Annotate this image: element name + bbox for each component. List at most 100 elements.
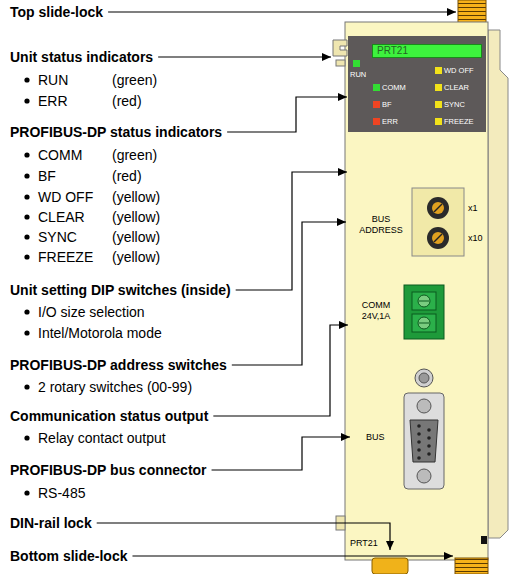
rotary-slot bbox=[434, 204, 442, 212]
color-note: (yellow) bbox=[112, 189, 160, 205]
led-label: SYNC bbox=[444, 100, 465, 109]
connector-shell bbox=[404, 393, 444, 489]
led bbox=[373, 101, 380, 108]
led bbox=[435, 84, 442, 91]
screw-hole bbox=[419, 373, 429, 383]
screw-slot bbox=[419, 323, 429, 324]
led-label: ERR bbox=[382, 117, 398, 126]
leader-line bbox=[227, 97, 347, 132]
panel-label: COMM 24V,1A bbox=[352, 300, 400, 322]
callout-item: FREEZE bbox=[38, 249, 93, 265]
led bbox=[373, 118, 380, 125]
panel-label: PRT21 bbox=[350, 538, 378, 549]
connector-screw bbox=[417, 399, 431, 413]
bullet bbox=[24, 330, 29, 335]
bullet bbox=[24, 98, 29, 103]
color-note: (green) bbox=[112, 147, 157, 163]
callout-heading: PROFIBUS-DP bus connector bbox=[10, 462, 207, 478]
callout-heading: DIN-rail lock bbox=[10, 515, 92, 531]
rotary-switch bbox=[427, 227, 449, 249]
callout-heading: Top slide-lock bbox=[10, 4, 103, 20]
marker-square bbox=[481, 536, 487, 544]
callout-item: Intel/Motorola mode bbox=[38, 325, 162, 341]
callout-item: CLEAR bbox=[38, 209, 85, 225]
led-label: WD OFF bbox=[444, 66, 474, 75]
callout-item: Relay contact output bbox=[38, 430, 166, 446]
display-text: PRT21 bbox=[377, 45, 408, 56]
top-latch bbox=[333, 40, 347, 56]
terminal-block bbox=[404, 285, 444, 339]
color-note: (red) bbox=[112, 93, 142, 109]
bullet bbox=[24, 77, 29, 82]
bullet bbox=[24, 435, 29, 440]
bullet bbox=[24, 214, 29, 219]
bullet bbox=[24, 173, 29, 178]
leader-line bbox=[132, 555, 453, 556]
callout-item: COMM bbox=[38, 147, 82, 163]
terminal bbox=[412, 292, 436, 310]
led-label: BF bbox=[382, 100, 392, 109]
leader-line bbox=[108, 11, 456, 12]
callout-heading: PROFIBUS-DP status indicators bbox=[10, 124, 222, 140]
indicator-panel bbox=[348, 36, 486, 132]
color-note: (green) bbox=[112, 72, 157, 88]
led-label: COMM bbox=[382, 83, 406, 92]
callout-heading: Bottom slide-lock bbox=[10, 548, 127, 564]
color-note: (yellow) bbox=[112, 249, 160, 265]
switch-panel bbox=[412, 188, 464, 256]
leader-line bbox=[212, 437, 350, 470]
led bbox=[435, 67, 442, 74]
din-rail-lock bbox=[372, 558, 408, 574]
led bbox=[435, 118, 442, 125]
bullet bbox=[24, 384, 29, 389]
rotary-switch bbox=[432, 202, 444, 214]
callout-heading: Unit setting DIP switches (inside) bbox=[10, 282, 231, 298]
callout-item: RS-485 bbox=[38, 485, 85, 501]
top-latch bbox=[336, 60, 345, 66]
bullet bbox=[24, 152, 29, 157]
rotary-switch bbox=[427, 197, 449, 219]
led-label: FREEZE bbox=[444, 117, 474, 126]
led bbox=[435, 101, 442, 108]
bullet bbox=[24, 309, 29, 314]
bullet bbox=[24, 254, 29, 259]
terminal-screw bbox=[418, 295, 430, 307]
callout-item: 2 rotary switches (00-99) bbox=[38, 379, 192, 395]
led bbox=[353, 60, 360, 67]
screw-slot bbox=[419, 301, 429, 302]
bullet bbox=[24, 234, 29, 239]
leader-line bbox=[213, 325, 348, 416]
panel-label: x1 bbox=[468, 203, 478, 214]
led-label: RUN bbox=[350, 70, 366, 79]
callout-heading: Unit status indicators bbox=[10, 49, 153, 65]
callout-item: RUN bbox=[38, 72, 68, 88]
leader-line bbox=[158, 56, 331, 57]
dsub-connector bbox=[410, 420, 438, 462]
connector-pins bbox=[417, 424, 431, 460]
leader-line bbox=[232, 222, 346, 365]
callout-item: SYNC bbox=[38, 229, 77, 245]
callout-item: BF bbox=[38, 168, 56, 184]
screw-hole bbox=[415, 369, 433, 387]
bullet bbox=[24, 194, 29, 199]
rotary-slot bbox=[434, 234, 442, 242]
callout-heading: PROFIBUS-DP address switches bbox=[10, 357, 227, 373]
bullet bbox=[24, 490, 29, 495]
bottom-slide-lock bbox=[455, 558, 488, 574]
callout-item: WD OFF bbox=[38, 189, 93, 205]
module-body bbox=[345, 22, 488, 560]
connector-screw bbox=[417, 469, 431, 483]
led-label: CLEAR bbox=[444, 83, 469, 92]
panel-label: BUS bbox=[366, 432, 385, 443]
callout-item: ERR bbox=[38, 93, 68, 109]
terminal-screw bbox=[418, 317, 430, 329]
panel-label: BUS ADDRESS bbox=[350, 214, 412, 236]
rotary-switch bbox=[432, 232, 444, 244]
color-note: (yellow) bbox=[112, 209, 160, 225]
leader-line bbox=[236, 172, 347, 290]
color-note: (yellow) bbox=[112, 229, 160, 245]
color-note: (red) bbox=[112, 168, 142, 184]
led bbox=[373, 84, 380, 91]
status-display: PRT21 bbox=[372, 44, 482, 58]
terminal bbox=[412, 314, 436, 332]
